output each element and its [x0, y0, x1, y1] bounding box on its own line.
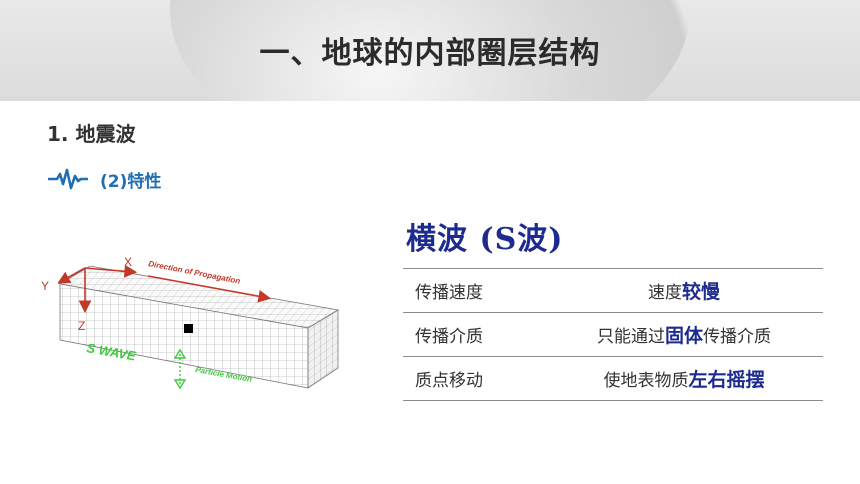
row-value-text: 使地表物质 [603, 371, 689, 391]
row-value-emphasis: 较慢 [681, 281, 720, 303]
s-wave-diagram: X Y Z Direction of Propagation S WAVE Pa… [41, 255, 340, 390]
row-value: 速度较慢 [545, 277, 823, 304]
motion-arrow-down-icon [173, 379, 187, 390]
table-row: 传播速度 速度较慢 [403, 269, 823, 313]
section-title: 1. 地震波 [47, 122, 136, 146]
table-row: 质点移动 使地表物质左右摇摆 [403, 357, 823, 401]
row-value-suffix: 传播介质 [703, 327, 771, 347]
row-value-emphasis: 固体 [664, 325, 703, 347]
bar-side-face [307, 309, 339, 389]
row-value: 使地表物质左右摇摆 [545, 365, 823, 392]
row-label: 传播介质 [415, 327, 483, 347]
propagation-arrow [147, 275, 272, 303]
row-label: 质点移动 [415, 371, 483, 391]
subsection-label: (2)特性 [100, 171, 162, 192]
s-wave-heading: 横波 (S波) [406, 222, 564, 257]
particle-marker [184, 324, 193, 333]
seismic-wave-icon [48, 168, 88, 190]
globe-background [170, 0, 690, 101]
subsection-heading: (2)特性 [48, 166, 161, 192]
row-value-text: 只能通过 [596, 327, 665, 347]
row-value-text: 速度 [647, 283, 682, 303]
table-row: 传播介质 只能通过固体传播介质 [403, 313, 823, 357]
x-axis-label: X [124, 255, 132, 269]
properties-table: 传播速度 速度较慢 传播介质 只能通过固体传播介质 质点移动 使地表物质左右摇摆 [403, 268, 823, 401]
row-value: 只能通过固体传播介质 [545, 321, 823, 348]
x-axis [84, 264, 138, 278]
page-title: 一、地球的内部圈层结构 [259, 36, 601, 71]
row-label: 传播速度 [415, 283, 483, 303]
y-axis [57, 267, 86, 284]
y-axis-label: Y [41, 279, 49, 293]
z-axis-label: Z [78, 319, 85, 333]
motion-arrow-up-icon [173, 348, 187, 359]
header-banner: 一、地球的内部圈层结构 [0, 0, 860, 101]
row-value-emphasis: 左右摇摆 [688, 369, 765, 391]
